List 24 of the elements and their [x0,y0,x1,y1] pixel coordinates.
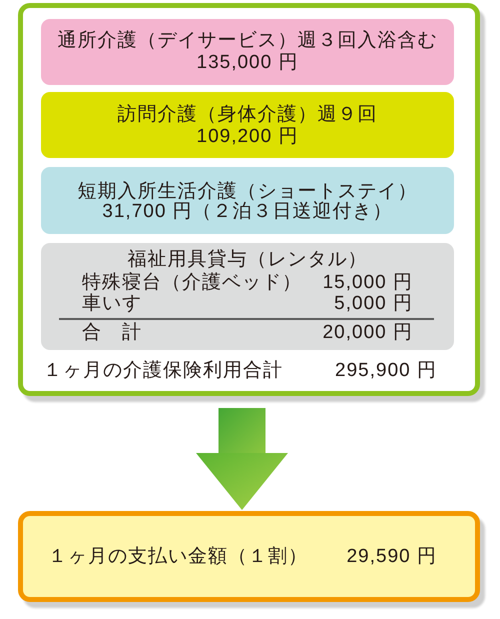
item-name: 車いす [82,293,142,315]
service-name: 短期入所生活介護（ショートステイ） [78,181,418,202]
payment-amount: 29,590 円 [346,546,437,568]
item-price: 15,000 円 [322,272,413,294]
price-text: 135,000 円 [196,52,298,74]
rental-box [41,243,454,350]
item-price: 5,000 円 [334,293,413,315]
service-name: 通所介護（デイサービス）週３回入浴含む [58,30,438,52]
price-text: 109,200 円 [196,126,298,148]
section-heading: 福祉用具貸与（レンタル） [128,249,368,271]
total-amount: 20,000 円 [322,322,413,344]
summary-panel [18,3,480,396]
down-arrow [196,408,288,510]
item-name: 特殊寝台（介護ベッド） [82,272,302,293]
service-box [41,19,454,85]
payment-label: １ヶ月の支払い金額（１割） [48,546,308,568]
service-box [41,92,454,158]
result-box [18,511,480,602]
total-label: 合 計 [82,322,142,344]
total-amount: 295,900 円 [335,360,437,382]
total-label: １ヶ月の介護保険利用合計 [43,360,283,382]
service-name: 訪問介護（身体介護）週９回 [118,104,378,126]
service-box [41,167,454,234]
price-text: 31,700 円（２泊３日送迎付き） [102,201,393,223]
